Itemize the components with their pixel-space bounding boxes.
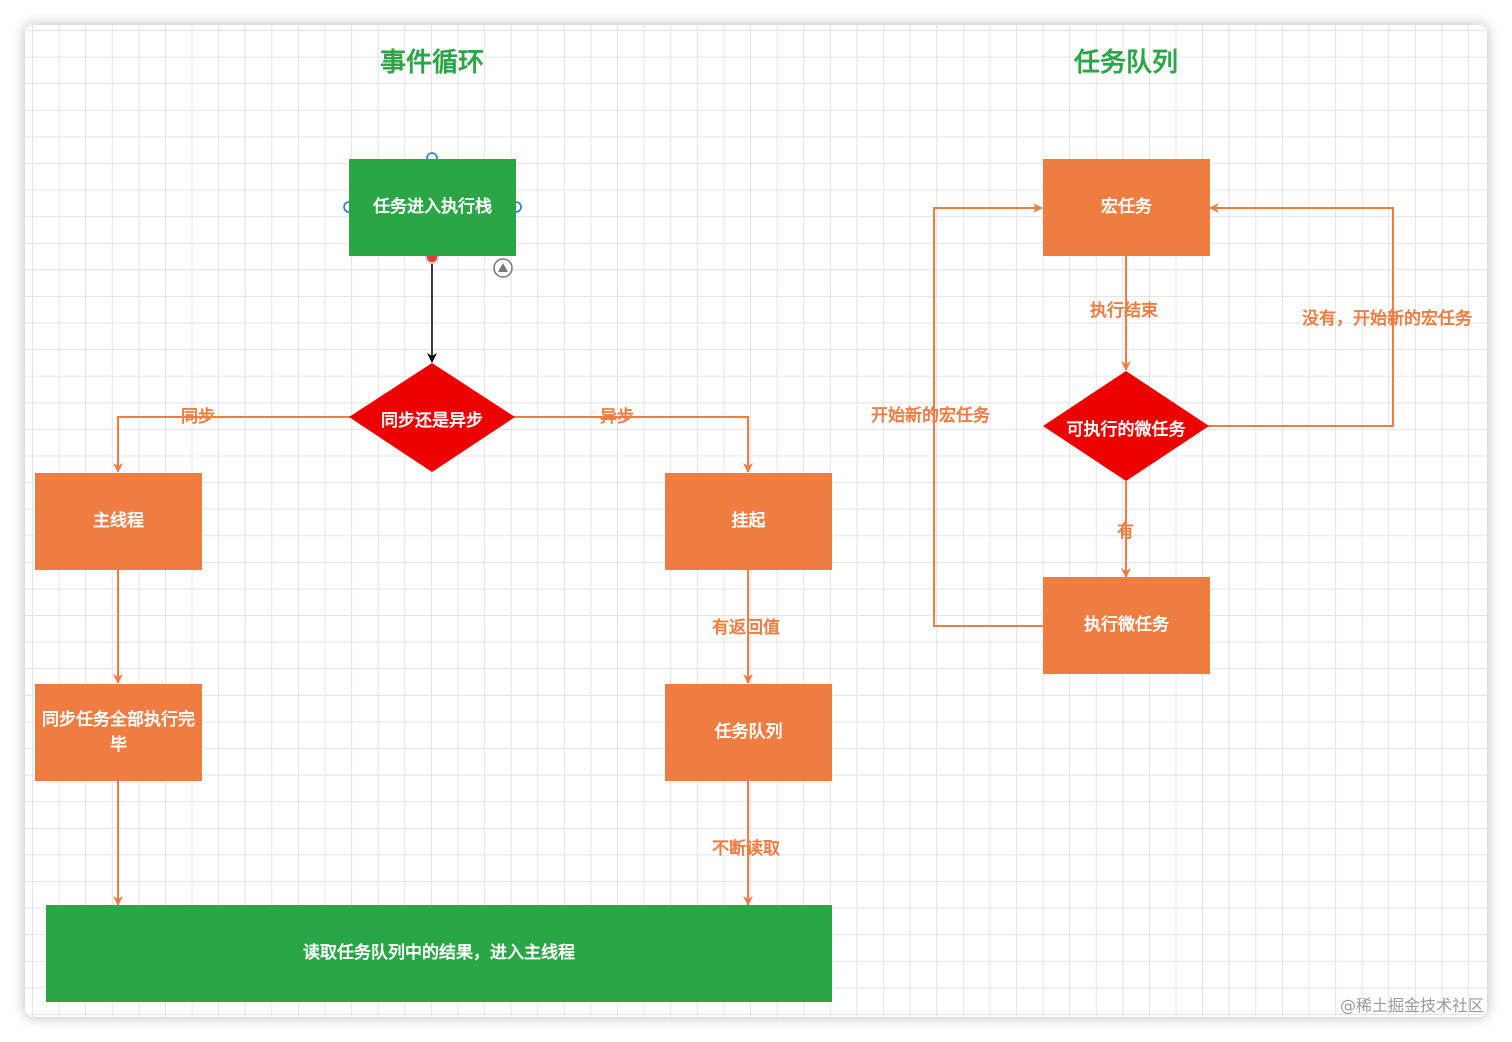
- label-start-new-macro: 开始新的宏任务: [871, 406, 990, 426]
- node-main-thread[interactable]: 主线程: [35, 473, 202, 570]
- node-macro-task[interactable]: 宏任务: [1043, 159, 1210, 256]
- edge-decision-none-to-macro: [1208, 203, 1394, 427]
- label-exec-end: 执行结束: [1090, 301, 1158, 321]
- label-sync: 同步: [181, 407, 215, 427]
- node-enter-stack[interactable]: 任务进入执行栈: [349, 159, 516, 256]
- label-has: 有: [1117, 522, 1134, 542]
- node-suspend[interactable]: 挂起: [665, 473, 832, 570]
- label-none-new-macro: 没有，开始新的宏任务: [1302, 309, 1472, 329]
- node-exec-micro[interactable]: 执行微任务: [1043, 577, 1210, 674]
- decision-sync-async-label: 同步还是异步: [381, 411, 483, 431]
- label-async: 异步: [600, 407, 634, 427]
- label-has-return: 有返回值: [712, 618, 780, 638]
- decision-micro-task[interactable]: [1043, 371, 1209, 481]
- decision-micro-task-label: 可执行的微任务: [1066, 420, 1186, 440]
- edge-decision-to-main-thread: [113, 416, 352, 473]
- watermark: @稀土掘金技术社区: [1339, 996, 1484, 1015]
- edge-decision-to-suspend: [513, 416, 753, 473]
- edge-exec-micro-to-macro: [933, 203, 1043, 627]
- decision-sync-async[interactable]: [349, 363, 515, 472]
- rotate-handle-icon[interactable]: [493, 258, 513, 278]
- title-task-queue: 任务队列: [1073, 48, 1178, 78]
- node-read-results[interactable]: 读取任务队列中的结果，进入主线程: [46, 905, 832, 1002]
- node-task-queue[interactable]: 任务队列: [665, 684, 832, 781]
- title-event-loop: 事件循环: [379, 48, 484, 78]
- node-sync-done[interactable]: 同步任务全部执行完毕: [35, 684, 202, 781]
- label-keep-reading: 不断读取: [712, 839, 780, 859]
